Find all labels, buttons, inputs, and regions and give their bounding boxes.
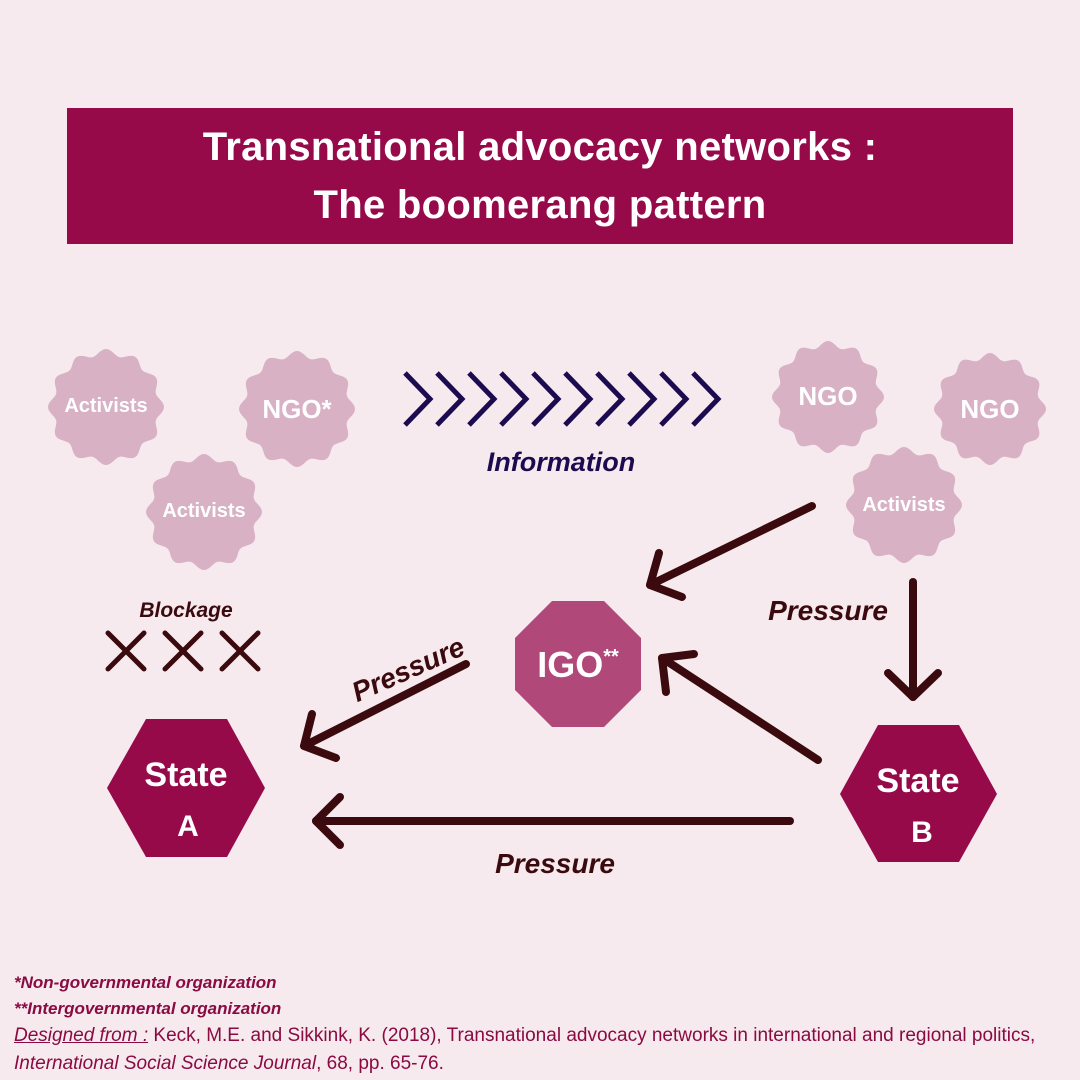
state-a-hexagon: State A: [107, 719, 265, 857]
arrow-activists-to-igo: [646, 502, 816, 601]
state-a-letter: A: [177, 810, 199, 843]
ngo-badge-1: NGO: [772, 341, 884, 453]
ngo-badge-2: NGO: [934, 353, 1046, 465]
title-line-2: The boomerang pattern: [313, 183, 767, 227]
footnote-ngo: *Non-governmental organization: [14, 973, 277, 992]
blockage-label: Blockage: [139, 599, 233, 622]
ngo-label-1: NGO: [798, 381, 857, 411]
footer: *Non-governmental organization **Intergo…: [14, 970, 1074, 1078]
ngo-star-badge: NGO*: [239, 351, 355, 467]
arrow-activists-to-state-b: [884, 578, 942, 701]
citation-lead: Designed from :: [14, 1025, 149, 1046]
svg-text:IGO**: IGO**: [537, 644, 619, 685]
state-b-letter: B: [911, 816, 933, 849]
footnote-igo: **Intergovernmental organization: [14, 999, 282, 1018]
arrow-state-b-to-state-a: [312, 793, 794, 849]
ngo-star-label: NGO*: [262, 394, 332, 424]
blockage-cross-icons: [105, 630, 261, 672]
information-label: Information: [487, 447, 636, 477]
activists-label-2: Activists: [162, 500, 245, 522]
igo-octagon: IGO**: [515, 601, 641, 727]
citation-journal: International Social Science Journal: [14, 1053, 317, 1074]
pressure-label-bottom: Pressure: [495, 848, 615, 879]
title-line-1: Transnational advocacy networks :: [202, 125, 878, 169]
citation-body: Keck, M.E. and Sikkink, K. (2018), Trans…: [148, 1025, 1036, 1046]
activists-badge-1: Activists: [48, 349, 164, 465]
activists-label-1: Activists: [64, 395, 147, 417]
arrow-igo-to-state-a: [300, 660, 470, 762]
ngo-label-2: NGO: [960, 394, 1019, 424]
state-a-label: State: [144, 756, 227, 794]
activists-badge-3: Activists: [846, 447, 962, 563]
citation: Designed from : Keck, M.E. and Sikkink, …: [14, 1022, 1074, 1078]
activists-label-3: Activists: [862, 494, 945, 516]
activists-badge-2: Activists: [146, 454, 262, 570]
title-banner: Transnational advocacy networks : The bo…: [67, 108, 1013, 244]
igo-superscript: **: [603, 646, 619, 668]
citation-end: , 68, pp. 65-76.: [316, 1053, 444, 1074]
arrow-state-b-to-igo: [658, 650, 822, 764]
state-b-label: State: [876, 762, 959, 800]
igo-label: IGO: [537, 644, 603, 685]
pressure-label-right: Pressure: [768, 595, 888, 626]
state-b-hexagon: State B: [840, 725, 997, 862]
information-chevrons-icon: [403, 371, 722, 427]
